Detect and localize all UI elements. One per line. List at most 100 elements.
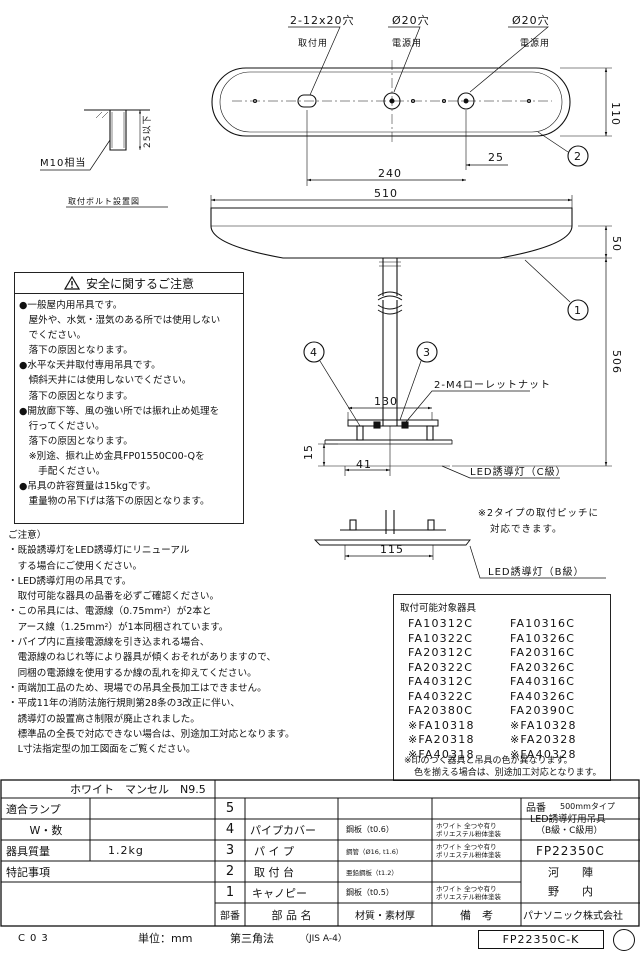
bolt-depth: 25以下: [143, 115, 153, 148]
product-code: FP22350C: [536, 843, 605, 858]
model-item: ※FA40328: [510, 747, 577, 761]
safety-title: 安全に関するご注意: [85, 276, 194, 291]
mass-value: 1.2kg: [108, 844, 144, 857]
part-2-material: 亜鉛鋼板（t1.2）: [346, 868, 398, 877]
balloon-3: [416, 341, 438, 363]
note-line: アース線（1.25mm²）が1本同梱されています。: [8, 621, 229, 633]
model-item: FA10322C: [408, 631, 474, 645]
safety-line: 屋外や、水気・湿気のある所では使用しない: [19, 315, 221, 327]
nut-label: 2-M4ローレットナット: [434, 379, 551, 391]
hole-callout-2-purpose: 電源用: [392, 38, 422, 49]
model-item: FA40322C: [408, 689, 474, 703]
part-4-name: パイプカバー: [250, 823, 316, 837]
paper-size: （JIS A-4）: [300, 934, 347, 944]
safety-line: 落下の原因となります。: [19, 390, 133, 402]
mount-slot-hole: [297, 94, 317, 108]
balloon-2: [567, 145, 589, 167]
note-line: 電源線のねじれ等により器具が傾くおそれがありますので、: [8, 652, 277, 664]
part-4-remark-1: ホワイト 全つや有り: [436, 822, 497, 830]
approver-1: 河 陣: [548, 866, 599, 879]
models-grid: FA10312C FA10316C FA10322C FA10326C FA20…: [408, 617, 610, 762]
note-line: ・LED誘導灯用の吊具です。: [8, 575, 132, 587]
dim-41: 41: [356, 458, 372, 471]
fixture-b-label: LED誘導灯（B級）: [488, 565, 584, 578]
dim-25: 25: [488, 151, 504, 164]
safety-line: 傾斜天井には使用しないでください。: [19, 375, 192, 387]
hole-callout-1-size: 2-12x20穴: [290, 13, 354, 27]
hole-callout-2-size: Ø20穴: [392, 13, 430, 27]
dim-506: 506: [610, 350, 623, 374]
part-2-no: 2: [225, 864, 235, 879]
model-item: FA40316C: [510, 675, 576, 688]
note-line: ・既設誘導灯をLED誘導灯にリニューアル: [8, 545, 190, 557]
model-item: FA20322C: [408, 660, 474, 674]
note-line: ・平成11年の消防法施行規則第28条の3改正に伴い、: [8, 698, 240, 710]
product-desc-2: （B級・C級用）: [536, 825, 603, 836]
dim-130: 130: [374, 395, 398, 408]
note-line: 取付可能な器具の品番を必ずご確認ください。: [8, 591, 220, 603]
part-5-no: 5: [225, 801, 235, 816]
part-3-remark-2: ポリエステル粉体塗装: [436, 851, 501, 859]
title-block-grid: [0, 779, 640, 927]
revision: C03: [18, 933, 53, 944]
product-label: 品番: [526, 802, 546, 814]
header-material: 材質・素材厚: [355, 911, 415, 922]
company-name: パナソニック株式会社: [523, 911, 623, 922]
note-line: L寸法指定型の加工図面をご覧ください。: [8, 744, 196, 756]
product-desc-1: LED誘導灯用吊具: [530, 814, 606, 825]
part-2-name: 取 付 台: [254, 865, 294, 879]
part-4-remark: ホワイト 全つや有り ポリエステル粉体塗装: [436, 821, 501, 839]
part-4-material: 鋼板（t0.6）: [346, 825, 394, 834]
balloon-2-label: 2: [574, 150, 582, 163]
model-item: ※FA20318: [408, 733, 475, 746]
dim-50: 50: [610, 236, 623, 252]
header-part-name: 部 品 名: [271, 908, 312, 922]
models-note: ※印のつく器具と吊具の色が異なります。 色を揃える場合は、別途加工対応となります…: [404, 755, 602, 779]
compatible-models-box: 取付可能対象器具 FA10312C FA10316C FA10322C FA10…: [393, 594, 611, 781]
model-item: FA20390C: [510, 704, 576, 717]
bolt-caption: 取付ボルト設置図: [68, 196, 140, 206]
safety-line: ●吊具の許容質量は15kgです。: [19, 481, 156, 493]
watt-label: W・数: [29, 823, 63, 837]
title-block: ホワイト マンセル N9.5 適合ランプ W・数 器具質量 1.2kg 特記事項…: [0, 778, 640, 928]
part-3-no: 3: [225, 843, 235, 858]
special-label: 特記事項: [6, 865, 50, 879]
safety-line: 重量物の吊下げは落下の原因となります。: [19, 496, 210, 508]
part-4-no: 4: [225, 822, 235, 837]
unit-label: 単位：mm: [138, 932, 193, 945]
part-4-remark-2: ポリエステル粉体塗装: [436, 830, 501, 838]
safety-line: 落下の原因となります。: [19, 435, 133, 447]
model-item: FA10316C: [510, 617, 576, 630]
model-item: ※FA10328: [510, 718, 577, 732]
approver-2: 野 内: [548, 885, 599, 898]
balloon-3-label: 3: [423, 346, 431, 359]
part-3-name: パ イ プ: [254, 844, 294, 858]
safety-line: ●開放廊下等、風の強い所では振れ止め処理を: [19, 405, 220, 417]
part-1-no: 1: [225, 885, 235, 900]
projection-label: 第三角法: [230, 932, 274, 945]
dim-240: 240: [378, 167, 402, 180]
note-line: ・パイプ内に直接電源線を引き込まれる場合、: [8, 637, 210, 649]
models-note-line: ※印のつく器具と吊具の色が異なります。: [404, 756, 573, 766]
model-item: FA40326C: [510, 689, 576, 703]
model-item: ※FA40318: [408, 747, 475, 761]
safety-line: ●一般屋内用吊具です。: [19, 300, 123, 311]
dim-510: 510: [374, 187, 398, 200]
canopy-side-view: [210, 207, 573, 259]
model-item: FA40312C: [408, 675, 474, 688]
dim-15: 15: [302, 444, 315, 460]
safety-line: ●水平な天井取付専用吊具です。: [19, 360, 161, 372]
safety-notice-box: 安全に関するご注意 ●一般屋内用吊具です。 屋外や、水気・湿気のある所では使用し…: [14, 272, 244, 524]
bolt-label: M10相当: [40, 156, 86, 169]
hole-callout-3-purpose: 電源用: [520, 38, 550, 49]
part-3-material: 鋼管（Ø16, t1.6）: [346, 847, 403, 856]
dim-115: 115: [380, 543, 404, 556]
part-3-remark: ホワイト 全つや有り ポリエステル粉体塗装: [436, 842, 501, 860]
balloon-1: [567, 299, 589, 321]
part-1-name: キャノピー: [252, 886, 307, 900]
model-item: FA10312C: [408, 617, 474, 630]
part-3-remark-1: ホワイト 全つや有り: [436, 843, 497, 851]
header-part-no: 部番: [220, 911, 240, 922]
hole-callout-3-size: Ø20穴: [512, 13, 550, 27]
revision-circle: [613, 929, 635, 951]
